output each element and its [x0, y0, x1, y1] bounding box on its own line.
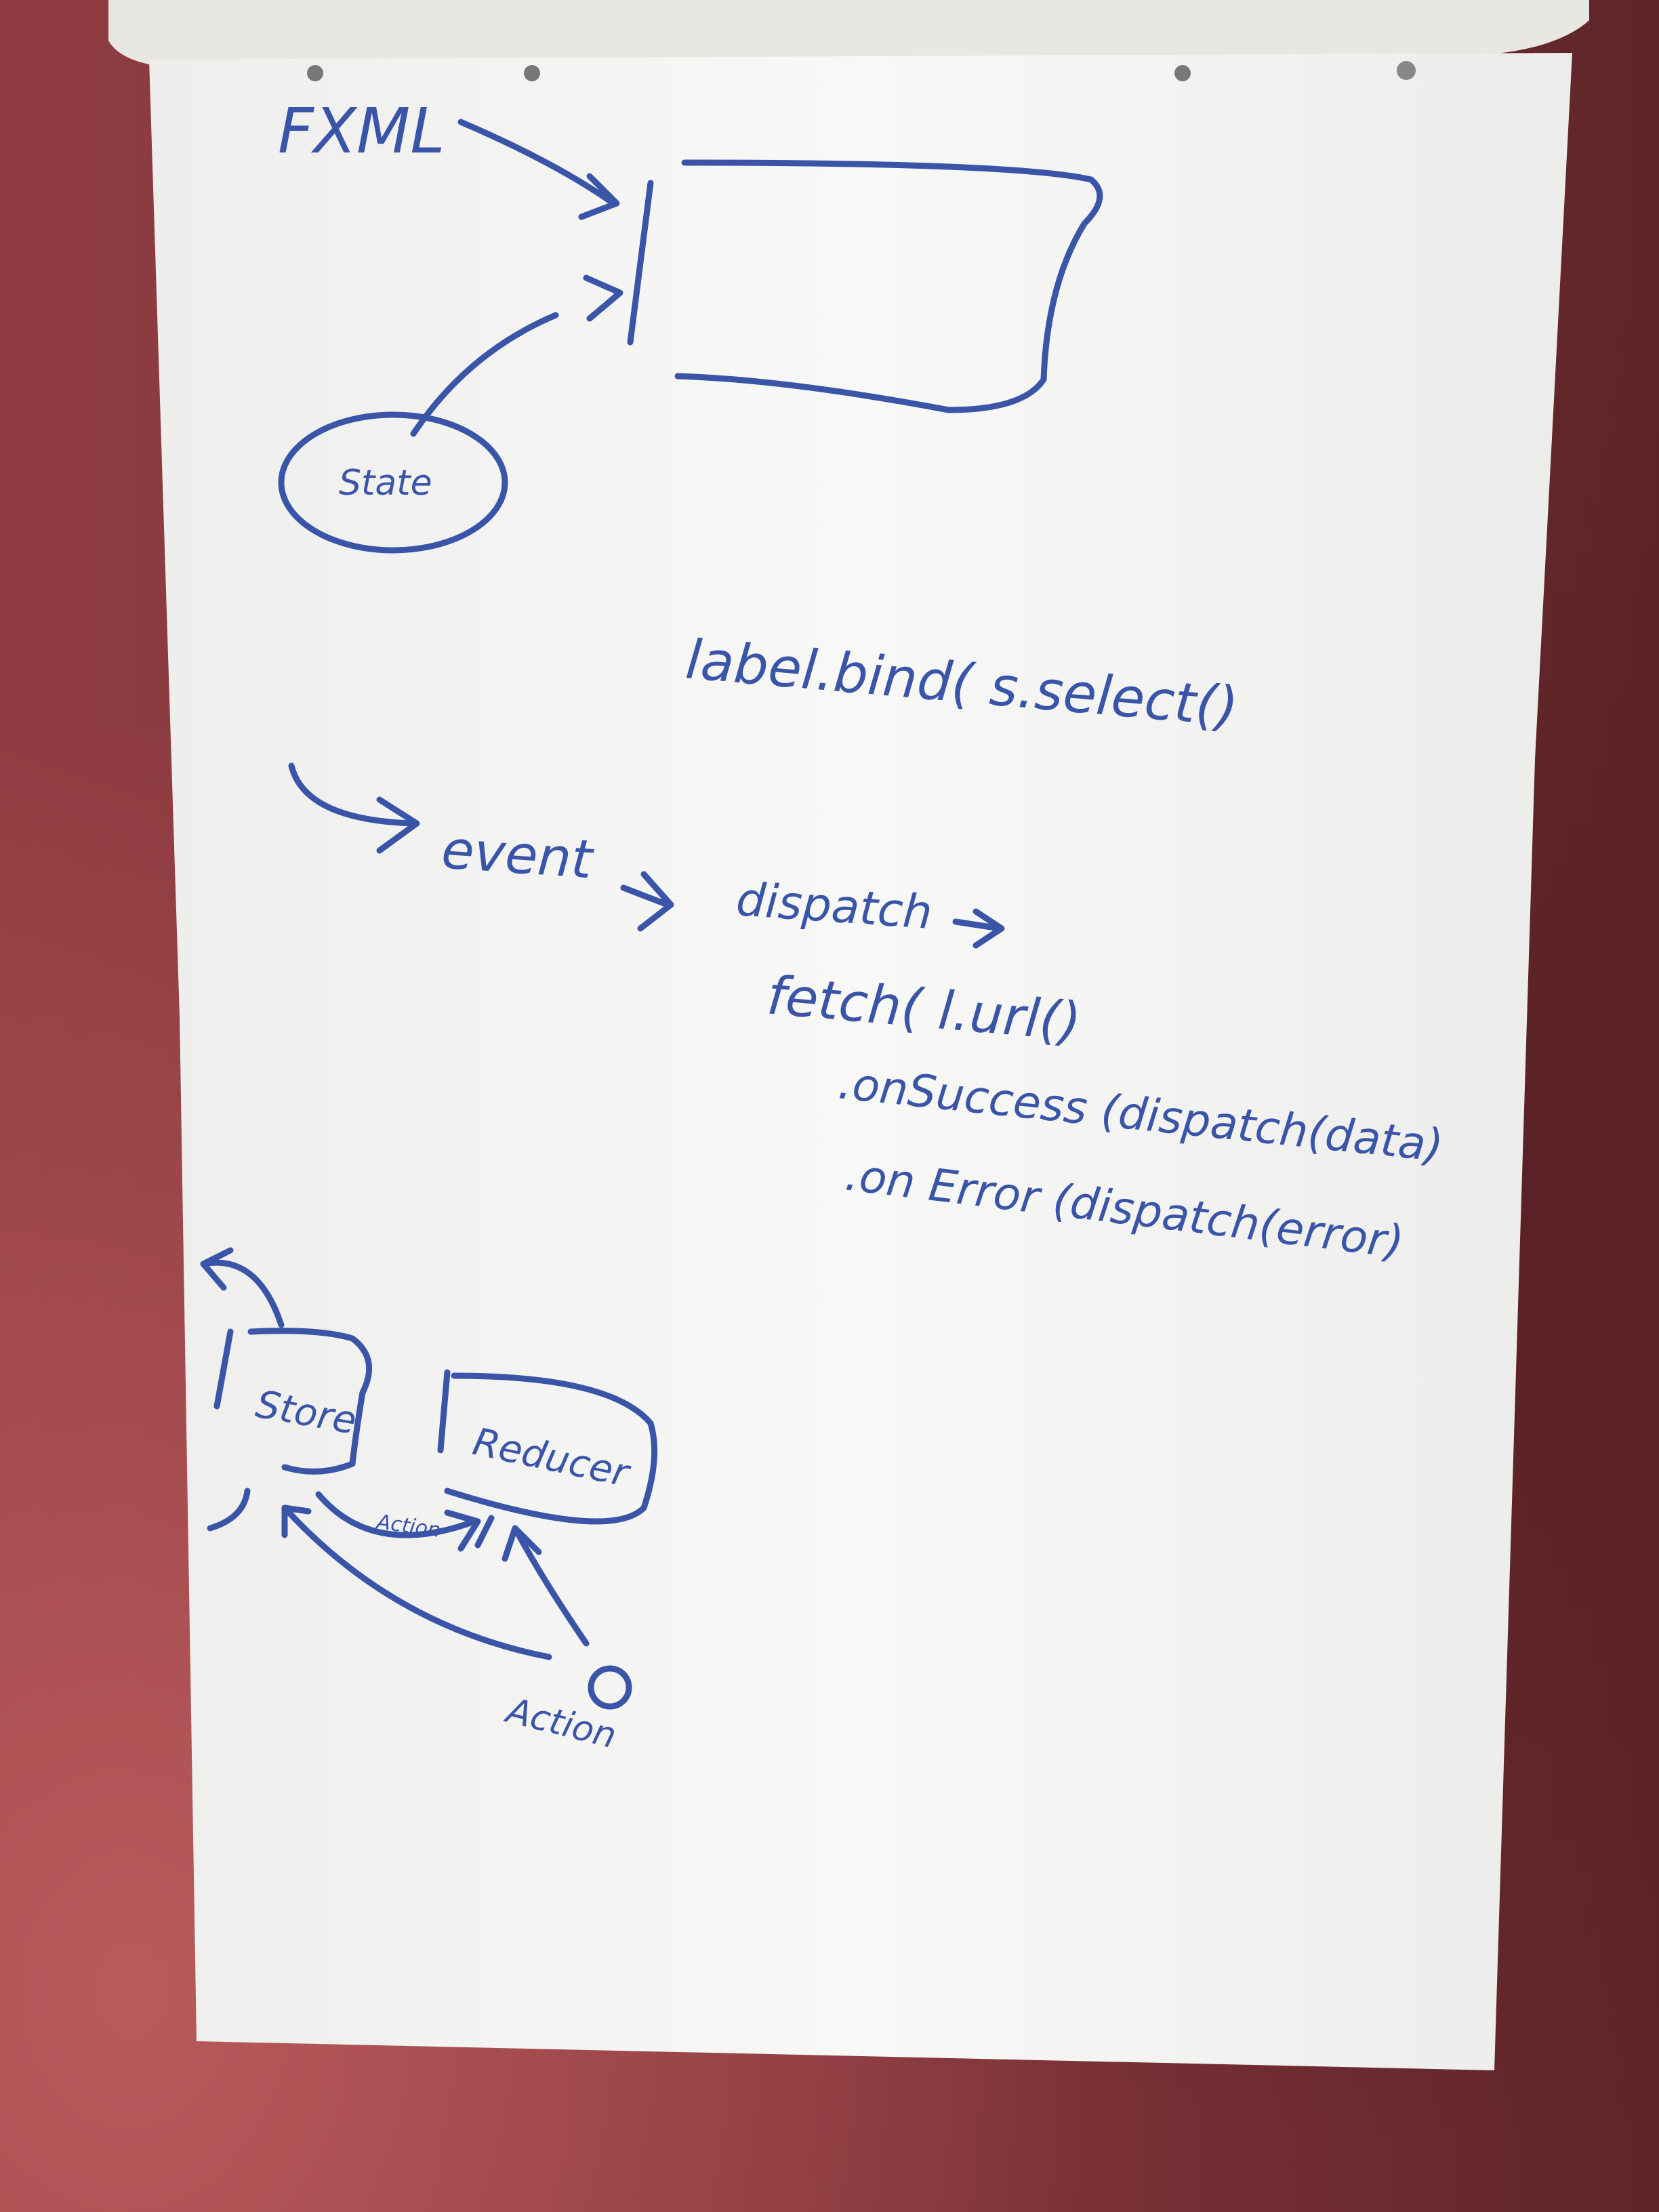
fxml-label: FXML — [278, 95, 445, 167]
flipchart-top-roll — [108, 0, 1589, 68]
state-arrow — [410, 312, 559, 437]
action-circle — [588, 1665, 632, 1710]
action-to-reducer-arrow — [512, 1525, 590, 1647]
state-circle — [278, 411, 508, 554]
store-box — [213, 1328, 373, 1475]
store-loop-arrow — [200, 1259, 285, 1328]
component-box — [627, 159, 1103, 413]
event-arrow — [288, 762, 417, 827]
reducer-box — [437, 1369, 658, 1525]
top-diagram: FXML State — [278, 95, 1103, 554]
event-label: event — [440, 819, 596, 890]
event-to-dispatch-arrow — [620, 871, 674, 932]
action-to-store-arrow — [281, 1504, 552, 1660]
store-output-arrow — [207, 1488, 251, 1532]
fxml-arrow — [457, 119, 617, 207]
binding-rings — [307, 61, 1416, 81]
state-label: State — [339, 463, 432, 504]
dispatch-arrow — [952, 908, 1005, 949]
paper-sheet — [149, 53, 1572, 2070]
store-to-reducer-arrow — [315, 1491, 478, 1538]
